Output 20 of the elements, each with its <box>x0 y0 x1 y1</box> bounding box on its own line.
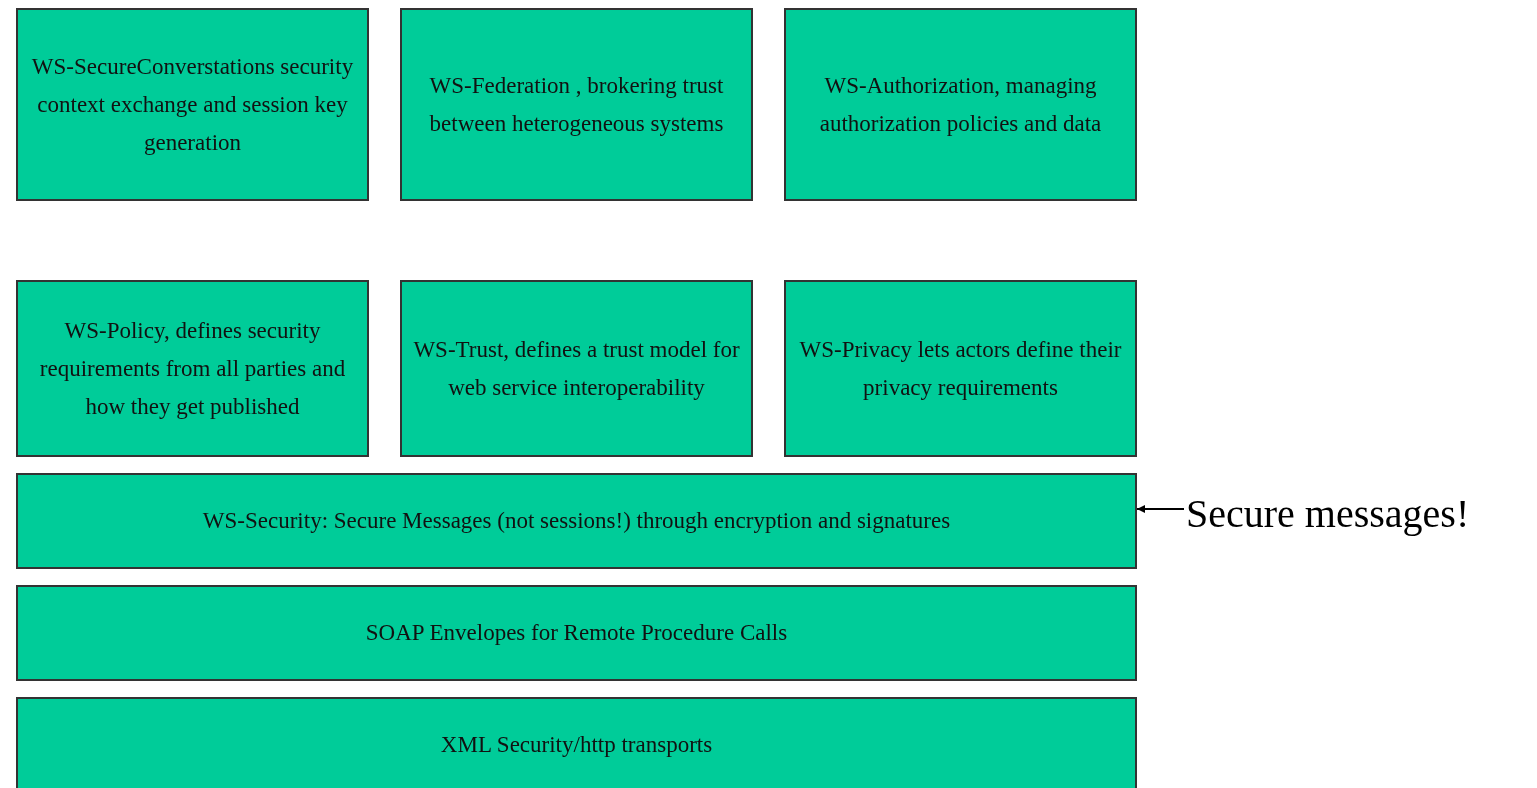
layer-box <box>16 473 1137 569</box>
layer-box <box>784 8 1137 201</box>
layer-box <box>16 280 369 457</box>
layer-text: WS-Trust, defines a trust model for web service interoperability <box>412 335 741 402</box>
layer-box <box>16 585 1137 681</box>
arrow <box>1136 505 1185 513</box>
layer-text: XML Security/http transports <box>440 730 713 759</box>
layer-box <box>400 280 753 457</box>
annotation-text: Secure messages! <box>1186 485 1531 541</box>
layer-text: WS-SecureConverstations security context exchange and session key generation <box>30 52 355 157</box>
layer-text: WS-Federation , brokering trust between heterogeneous systems <box>428 71 725 138</box>
layer-text: WS-Privacy lets actors define their privacy requirements <box>798 335 1123 402</box>
layer-text: WS-Policy, defines security requirements from all parties and how they get published <box>38 316 347 421</box>
layer-box <box>16 8 369 201</box>
layer-box <box>784 280 1137 457</box>
layer-text: WS-Authorization, managing authorization policies and data <box>818 71 1103 138</box>
layer-box <box>400 8 753 201</box>
layer-text: WS-Security: Secure Messages (not sessions!) through encryption and signatures <box>202 507 951 535</box>
layer-text: SOAP Envelopes for Remote Procedure Calls <box>365 619 788 647</box>
layer-box <box>16 697 1137 788</box>
